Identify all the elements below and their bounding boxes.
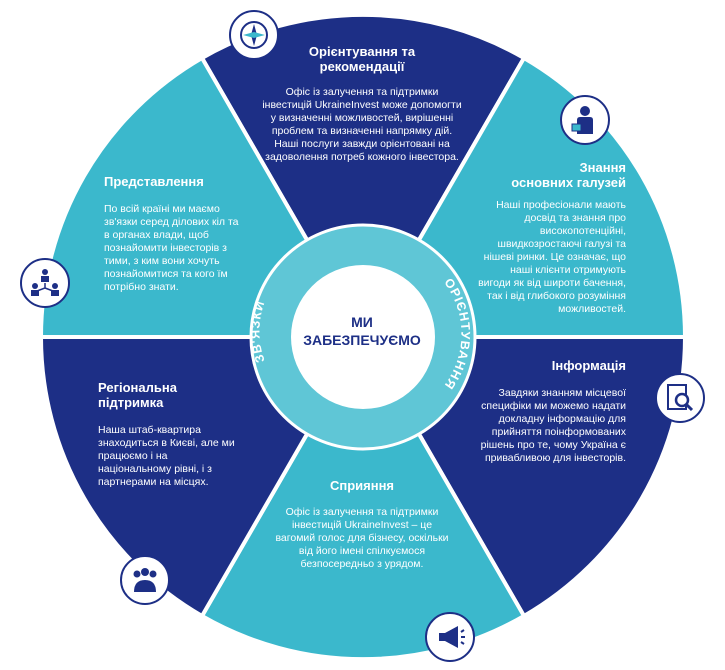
network-people-icon [20,258,70,308]
knowledge-title: Знання основних галузей [511,160,626,190]
regional-body: Наша штаб-квартира знаходиться в Києві, … [98,424,235,488]
megaphone-icon [425,612,475,662]
ring-label-left: ЗВ'ЯЗКИ [248,299,267,365]
team-icon [120,555,170,605]
businessman-icon [560,95,610,145]
representation-title: Представлення [104,174,204,189]
compass-icon [229,10,279,60]
representation-body: По всій країні ми маємо зв'язки серед ді… [104,203,239,293]
assistance-body: Офіс із залучення та підтримки інвестиці… [275,506,449,570]
orientation-body: Офіс із залучення та підтримки інвестиці… [262,86,462,163]
knowledge-block: Знання основних галузей Наші професіонал… [478,160,626,316]
center-label: МИ ЗАБЕЗПЕЧУЄМО [287,313,437,349]
center-line1: МИ [351,314,373,330]
orientation-block: Орієнтування та рекомендації Офіс із зал… [262,44,462,164]
information-body: Завдяки знанням місцевої специфіки ми мо… [480,387,626,464]
regional-block: Регіональна підтримка Наша штаб-квартира… [98,380,236,489]
knowledge-body: Наші професіонали мають досвід та знання… [478,199,626,315]
information-title: Інформація [551,358,626,373]
regional-title: Регіональна підтримка [98,380,177,410]
orientation-title: Орієнтування та рекомендації [308,44,416,74]
center-line2: ЗАБЕЗПЕЧУЄМО [303,332,421,348]
segment-assistance [199,332,527,662]
representation-block: Представлення По всій країні ми маємо зв… [104,174,244,294]
assistance-title: Сприяння [329,478,395,493]
center-circle [291,265,435,409]
assistance-block: Сприяння Офіс із залучення та підтримки … [272,478,452,571]
report-search-icon [655,373,705,423]
information-block: Інформація Завдяки знанням місцевої спец… [478,358,626,465]
